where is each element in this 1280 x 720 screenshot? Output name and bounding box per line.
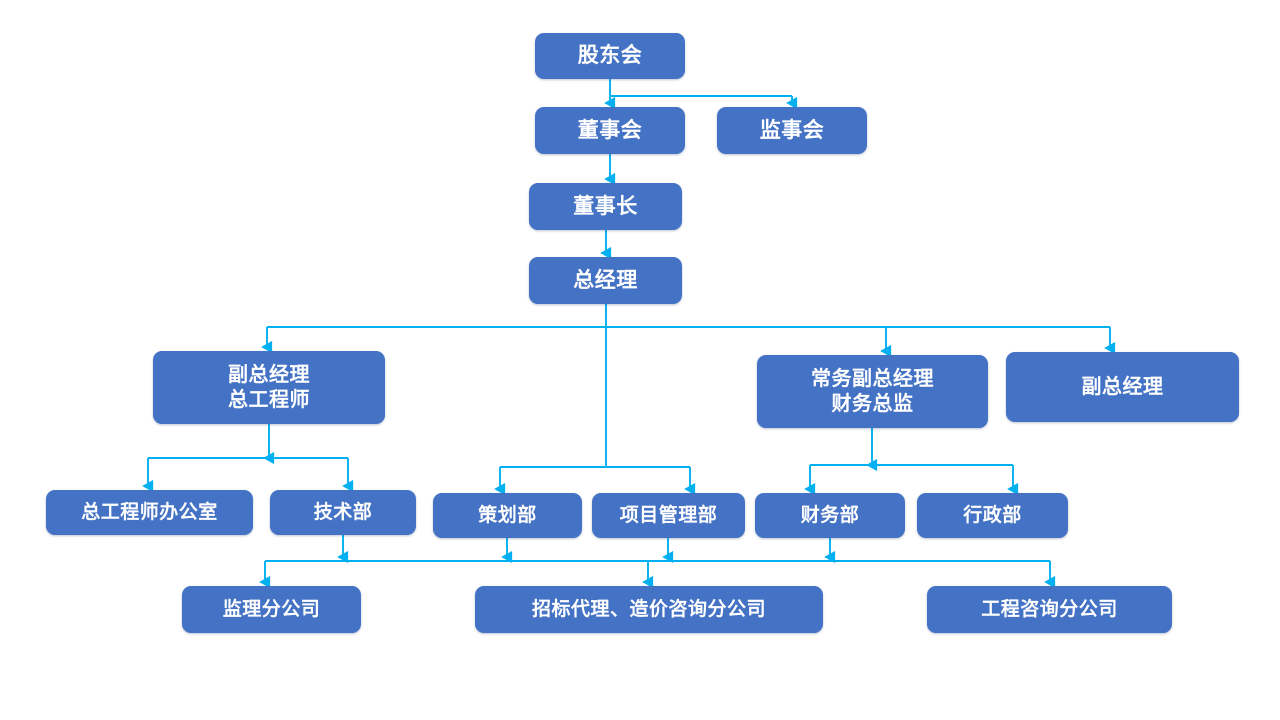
org-node-label: 财务部 <box>800 504 860 526</box>
org-node-n4[interactable]: 董事长 <box>529 183 682 230</box>
org-node-label: 策划部 <box>478 504 537 526</box>
org-node-label: 行政部 <box>963 504 1022 526</box>
org-node-n13[interactable]: 财务部 <box>755 493 905 538</box>
org-node-label: 副总经理 <box>1081 375 1164 398</box>
org-node-n9[interactable]: 总工程师办公室 <box>46 490 253 535</box>
org-node-n11[interactable]: 策划部 <box>433 493 582 538</box>
org-node-label: 监事会 <box>759 118 825 142</box>
org-node-n3[interactable]: 监事会 <box>717 107 867 154</box>
org-node-label: 常务副总经理 财务总监 <box>811 368 934 415</box>
org-node-n16[interactable]: 招标代理、造价咨询分公司 <box>475 586 823 633</box>
org-node-label: 总经理 <box>573 268 638 292</box>
org-node-n14[interactable]: 行政部 <box>917 493 1068 538</box>
org-node-label: 总工程师办公室 <box>81 501 218 523</box>
org-node-n10[interactable]: 技术部 <box>270 490 416 535</box>
org-node-label: 董事会 <box>577 118 643 142</box>
org-node-label: 董事长 <box>573 194 638 218</box>
org-node-n12[interactable]: 项目管理部 <box>592 493 745 538</box>
org-node-n7[interactable]: 常务副总经理 财务总监 <box>757 355 988 428</box>
org-node-label: 监理分公司 <box>222 598 321 620</box>
org-node-n6[interactable]: 副总经理 总工程师 <box>153 351 385 424</box>
org-node-label: 股东会 <box>577 44 643 68</box>
org-node-label: 招标代理、造价咨询分公司 <box>531 598 766 620</box>
org-node-n17[interactable]: 工程咨询分公司 <box>927 586 1172 633</box>
org-node-n5[interactable]: 总经理 <box>529 257 682 304</box>
org-node-n2[interactable]: 董事会 <box>535 107 685 154</box>
org-node-label: 技术部 <box>313 501 373 523</box>
org-node-label: 副总经理 总工程师 <box>228 364 310 411</box>
connector-shareholders-to-board-bus <box>609 79 792 103</box>
org-node-label: 项目管理部 <box>619 504 718 526</box>
org-node-label: 工程咨询分公司 <box>981 598 1118 620</box>
org-node-n1[interactable]: 股东会 <box>535 33 685 79</box>
org-node-n15[interactable]: 监理分公司 <box>182 586 361 633</box>
org-node-n8[interactable]: 副总经理 <box>1006 352 1239 422</box>
